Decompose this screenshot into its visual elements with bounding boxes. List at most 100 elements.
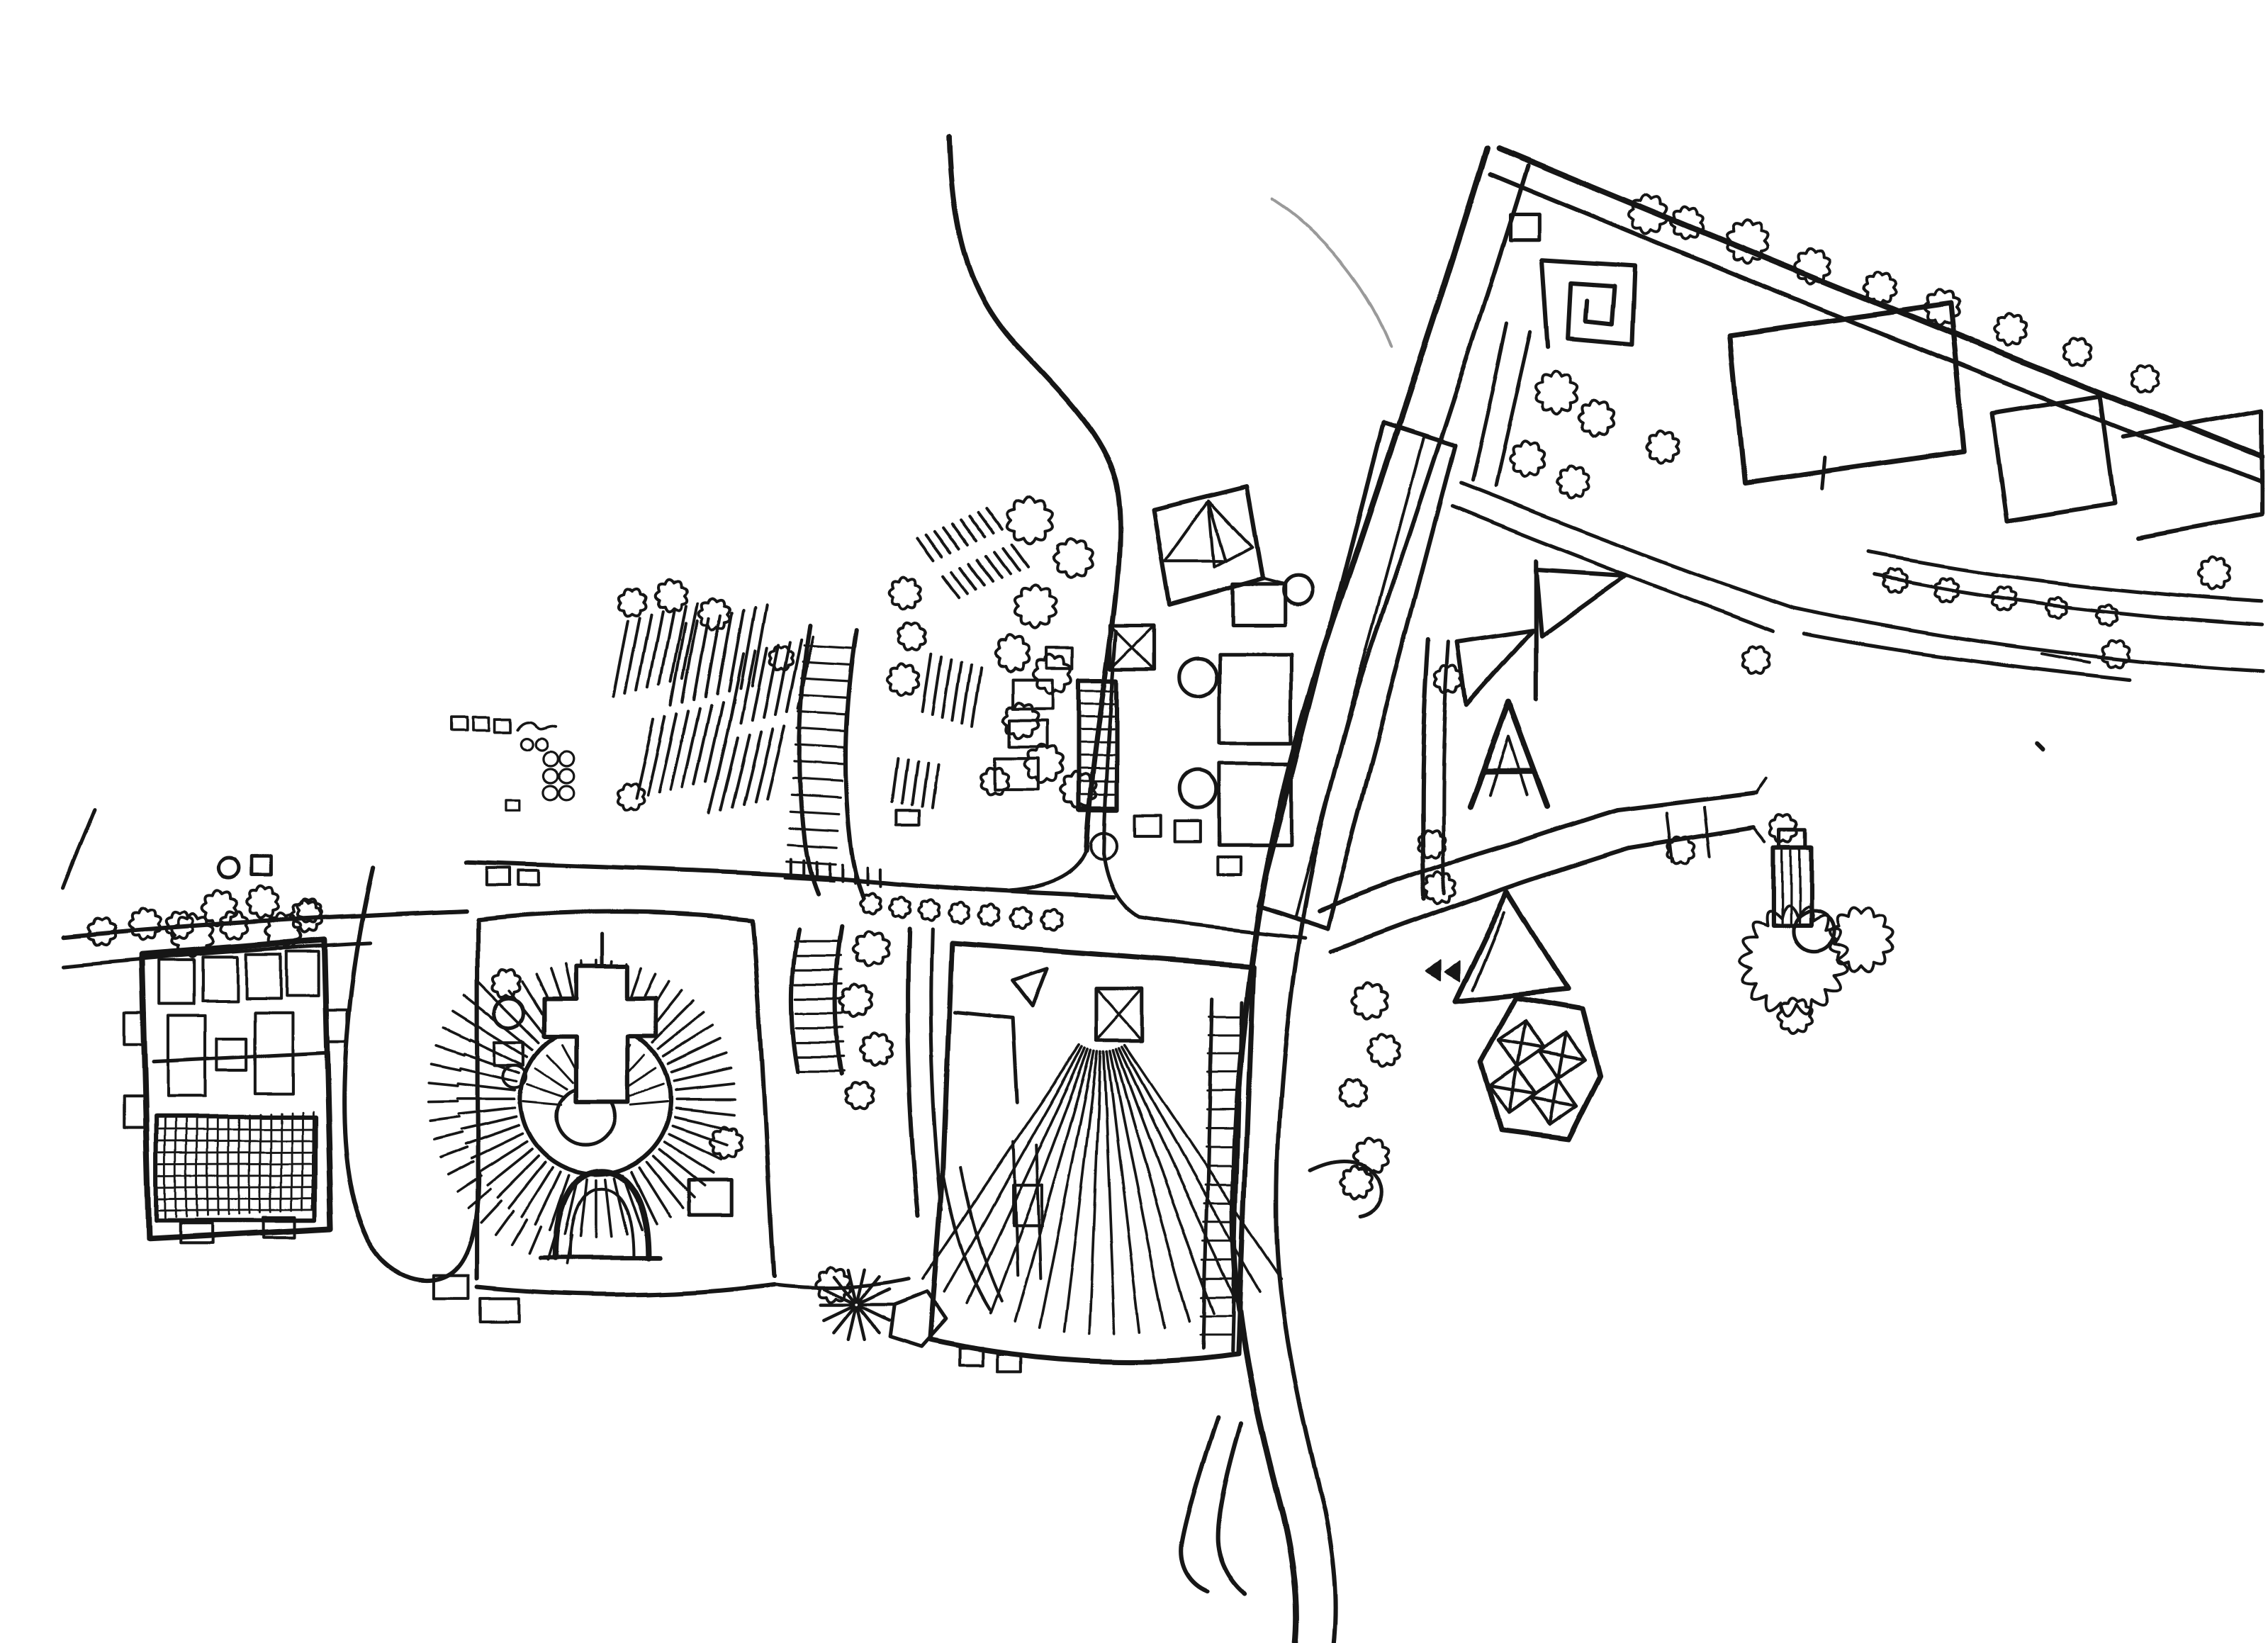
tree xyxy=(653,580,688,615)
stadium-rays-ray xyxy=(579,1178,588,1239)
fb-fan-ray xyxy=(1013,1050,1093,1323)
lc-tab xyxy=(262,1216,297,1240)
fb-fan-ray xyxy=(1118,1048,1239,1305)
tree xyxy=(1862,270,1897,305)
stadium-rays-dense-ray xyxy=(443,1026,472,1041)
stadium-rays-dense-ray xyxy=(445,1161,474,1178)
cb-outbuilding xyxy=(686,1178,734,1217)
terrace-hatch-line xyxy=(635,615,653,693)
terrace-hatch-line xyxy=(751,646,768,722)
tw-shaft-lines xyxy=(1780,849,1801,924)
rc-xdiamond-diag xyxy=(1547,1077,1559,1127)
stadium-rays-dense-ray xyxy=(476,979,500,1003)
roof-hatch-line xyxy=(941,574,961,599)
sb-link xyxy=(1261,577,1286,586)
tree xyxy=(1368,1032,1403,1067)
stadium-rays-ray xyxy=(456,1082,517,1092)
stadium-rays-ray xyxy=(469,1037,524,1066)
terrace-hatch-line xyxy=(681,602,699,682)
terrace-hatch-line xyxy=(707,739,728,814)
mr-median-band xyxy=(1256,420,1458,931)
rc-arrow xyxy=(1444,959,1461,982)
curved-block-floors-line xyxy=(795,727,848,733)
lc-divider xyxy=(151,1050,326,1064)
lg-ring xyxy=(541,784,558,802)
stadium-rays-ray xyxy=(459,1116,519,1132)
cb-step xyxy=(478,1297,520,1324)
stadium-rays-ray xyxy=(658,1011,707,1050)
tree xyxy=(1991,585,2018,612)
rc-west-road-a xyxy=(1420,637,1432,902)
tr-dash xyxy=(2040,652,2090,664)
terrace-hatch-line xyxy=(670,710,690,792)
stadium-rays-ray xyxy=(637,1166,672,1218)
stadium-inner-hatch-ray xyxy=(627,1083,666,1098)
tree xyxy=(1724,218,1770,265)
fb-wall xyxy=(1011,1140,1018,1277)
tree xyxy=(814,1265,852,1304)
tr-small-square xyxy=(1508,212,1541,242)
rc-triangle-inner xyxy=(1471,909,1506,991)
tree xyxy=(1052,537,1094,580)
roof-hatch xyxy=(941,544,1031,599)
roof-hatch-line xyxy=(941,525,961,550)
fb-star xyxy=(818,1267,894,1342)
tr-lower-road-b xyxy=(1450,504,1775,633)
tree xyxy=(2130,364,2160,394)
stadium-inner-hatch-ray xyxy=(624,1067,658,1090)
er-tower-road-b xyxy=(1626,825,1756,850)
terrace-hatch-line xyxy=(730,733,751,809)
terrace-hatch-line xyxy=(646,612,664,690)
fb-xbox-diag xyxy=(1095,987,1145,1043)
stadium-rays-ray xyxy=(668,1037,723,1066)
roadside-square xyxy=(249,854,274,877)
tr-large-building-door xyxy=(1820,455,1827,491)
sb-gable xyxy=(1164,498,1228,563)
rc-xdiamond-diag xyxy=(1507,1066,1519,1115)
stadium-rays-ray xyxy=(459,1067,519,1083)
terrace-hatch-line xyxy=(739,649,757,725)
curved-block-floors-line xyxy=(794,744,846,749)
sb-tank-house xyxy=(1217,651,1293,746)
tree xyxy=(164,910,195,941)
roof-hatch-line xyxy=(967,514,987,539)
sb-tall-block-floors xyxy=(1081,688,1115,809)
tree xyxy=(768,644,795,671)
stadium-inner-hatch-ray xyxy=(629,1100,670,1106)
fb-west-road-b xyxy=(928,926,944,1211)
fb-star-ray xyxy=(856,1305,881,1335)
fb-star-ray xyxy=(822,1287,855,1305)
stadium-rays-ray xyxy=(469,1133,524,1161)
lg-box xyxy=(471,716,490,732)
fb-star-ray xyxy=(846,1306,858,1342)
cb-step xyxy=(432,1274,471,1301)
lc-hatch-h-line xyxy=(158,1174,314,1177)
terrace-hatch-line xyxy=(773,640,792,717)
stadium-rays-dense-ray xyxy=(430,1062,462,1072)
cb-east-edge xyxy=(750,917,776,1278)
rc-west-road-b xyxy=(1441,640,1452,896)
lc-unit xyxy=(157,958,196,1006)
stadium-rays-ray xyxy=(520,1166,554,1218)
tree xyxy=(1933,576,1960,604)
tree xyxy=(993,634,1031,673)
stadium-rays-dense-ray xyxy=(432,1132,463,1142)
roof-hatch-line xyxy=(901,758,910,804)
fb-arc xyxy=(959,1167,1003,1303)
tree xyxy=(1434,665,1464,695)
fb-fan-ray xyxy=(1123,1044,1284,1280)
curved-block-floors-line xyxy=(785,843,838,849)
stadium-rays-dense-ray xyxy=(529,1226,543,1255)
sb-tank xyxy=(1177,769,1218,811)
roadside-circle xyxy=(216,856,241,880)
terrace-hatch-line xyxy=(658,712,679,795)
stadium-rays-ray xyxy=(534,1170,563,1226)
curved-block-floors-line xyxy=(782,876,835,882)
cb-bottom-edge xyxy=(475,1282,776,1297)
fb-wall xyxy=(1034,1144,1042,1280)
fb-star-ray xyxy=(832,1305,857,1335)
lg-ring xyxy=(541,766,558,784)
terrace-hatch-line xyxy=(623,617,641,696)
fb-fan-ray xyxy=(1111,1050,1191,1323)
lc-hatch-h-line xyxy=(158,1139,314,1143)
